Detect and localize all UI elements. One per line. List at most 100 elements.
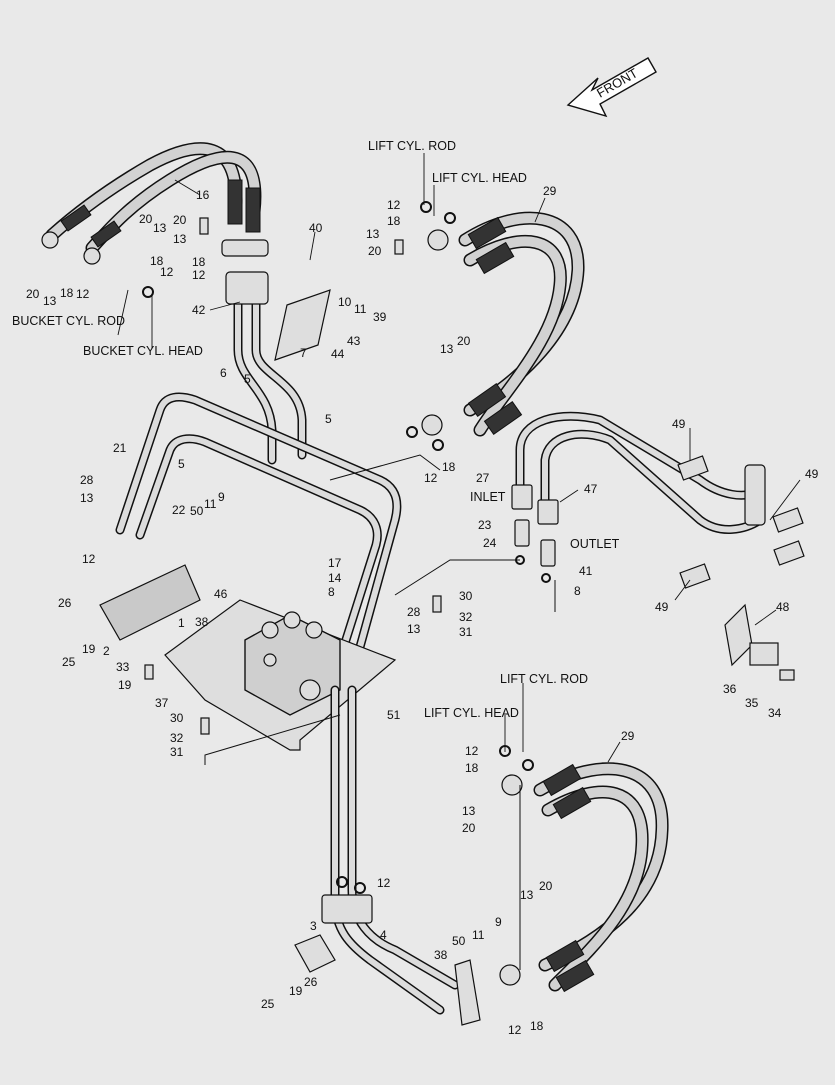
part-number-label: 13 bbox=[173, 232, 187, 246]
caption-lift-cyl-rod-bottom: LIFT CYL. ROD bbox=[500, 672, 588, 686]
part-number-label: 13 bbox=[80, 491, 94, 505]
part-number-label: 50 bbox=[452, 934, 466, 948]
lift-hoses-lower bbox=[499, 762, 669, 993]
part-number-label: 13 bbox=[366, 227, 380, 241]
part-number-label: 21 bbox=[113, 441, 127, 455]
part-number-label: 41 bbox=[579, 564, 593, 578]
part-number-label: 42 bbox=[192, 303, 206, 317]
part-number-label: 8 bbox=[328, 585, 335, 599]
lower-pipes bbox=[294, 685, 481, 1026]
part-number-label: 30 bbox=[170, 711, 184, 725]
part-number-label: 12 bbox=[377, 876, 391, 890]
part-number-label: 20 bbox=[457, 334, 471, 348]
part-number-label: 17 bbox=[328, 556, 342, 570]
part-number-label: 12 bbox=[424, 471, 438, 485]
part-number-label: 40 bbox=[309, 221, 323, 235]
part-number-label: 20 bbox=[539, 879, 553, 893]
part-number-label: 18 bbox=[465, 761, 479, 775]
part-number-label: 13 bbox=[520, 888, 534, 902]
part-number-label: 38 bbox=[434, 948, 448, 962]
inlet-outlet-pipes bbox=[511, 411, 766, 567]
part-number-label: 4 bbox=[380, 928, 387, 942]
part-number-label: 32 bbox=[459, 610, 473, 624]
part-number-label: 32 bbox=[170, 731, 184, 745]
part-number-label: 20 bbox=[462, 821, 476, 835]
bucket-hoses bbox=[41, 142, 262, 265]
part-number-labels: 16 20 13 18 12 20 13 18 12 20 13 18 12 4… bbox=[26, 184, 819, 1037]
part-number-label: 19 bbox=[118, 678, 132, 692]
part-number-label: 29 bbox=[621, 729, 635, 743]
part-number-label: 27 bbox=[476, 471, 490, 485]
part-number-label: 18 bbox=[530, 1019, 544, 1033]
part-number-label: 36 bbox=[723, 682, 737, 696]
part-number-label: 34 bbox=[768, 706, 782, 720]
part-number-label: 13 bbox=[153, 221, 167, 235]
caption-lift-cyl-rod-top: LIFT CYL. ROD bbox=[368, 139, 456, 153]
front-arrow: FRONT bbox=[566, 57, 657, 118]
part-number-label: 39 bbox=[373, 310, 387, 324]
part-number-label: 5 bbox=[325, 412, 332, 426]
clamps bbox=[677, 455, 805, 667]
part-number-label: 26 bbox=[58, 596, 72, 610]
part-number-label: 49 bbox=[655, 600, 669, 614]
part-number-label: 48 bbox=[776, 600, 790, 614]
part-number-label: 31 bbox=[459, 625, 473, 639]
part-number-label: 18 bbox=[192, 255, 206, 269]
part-number-label: 22 bbox=[172, 503, 186, 517]
leader-lines bbox=[117, 153, 801, 970]
control-valve bbox=[244, 611, 341, 716]
part-number-label: 50 bbox=[190, 504, 204, 518]
part-number-label: 28 bbox=[80, 473, 94, 487]
part-number-label: 23 bbox=[478, 518, 492, 532]
part-number-label: 20 bbox=[368, 244, 382, 258]
part-number-label: 18 bbox=[442, 460, 456, 474]
caption-lift-cyl-head-bottom: LIFT CYL. HEAD bbox=[424, 706, 519, 720]
part-number-label: 8 bbox=[574, 584, 581, 598]
part-number-label: 11 bbox=[354, 302, 367, 316]
part-number-label: 18 bbox=[150, 254, 164, 268]
part-number-label: 13 bbox=[440, 342, 454, 356]
part-number-label: 12 bbox=[76, 287, 90, 301]
part-number-label: 44 bbox=[331, 347, 345, 361]
part-number-label: 16 bbox=[196, 188, 210, 202]
part-number-label: 19 bbox=[82, 642, 96, 656]
part-number-label: 11 bbox=[204, 497, 217, 511]
loop-pipes bbox=[115, 392, 402, 670]
part-number-label: 25 bbox=[62, 655, 76, 669]
valve-pipes-upper bbox=[221, 239, 307, 465]
part-number-label: 12 bbox=[82, 552, 96, 566]
caption-bucket-cyl-head: BUCKET CYL. HEAD bbox=[83, 344, 203, 358]
part-number-label: 1 bbox=[178, 616, 185, 630]
part-number-label: 9 bbox=[218, 490, 225, 504]
part-number-label: 3 bbox=[310, 919, 317, 933]
part-number-label: 26 bbox=[304, 975, 318, 989]
part-number-label: 19 bbox=[289, 984, 303, 998]
part-number-label: 37 bbox=[155, 696, 169, 710]
part-number-label: 30 bbox=[459, 589, 473, 603]
part-number-label: 5 bbox=[244, 372, 251, 386]
part-number-label: 24 bbox=[483, 536, 497, 550]
caption-inlet: INLET bbox=[470, 490, 506, 504]
part-number-label: 6 bbox=[220, 366, 227, 380]
part-number-label: 35 bbox=[745, 696, 759, 710]
part-number-label: 31 bbox=[170, 745, 184, 759]
part-number-label: 49 bbox=[805, 467, 819, 481]
part-number-label: 12 bbox=[192, 268, 206, 282]
part-number-label: 29 bbox=[543, 184, 557, 198]
part-number-label: 14 bbox=[328, 571, 342, 585]
captions: LIFT CYL. ROD LIFT CYL. HEAD BUCKET CYL.… bbox=[12, 139, 620, 720]
lift-hoses-upper bbox=[421, 211, 585, 437]
part-number-label: 7 bbox=[300, 346, 307, 360]
part-number-label: 12 bbox=[387, 198, 401, 212]
part-number-label: 51 bbox=[387, 708, 401, 722]
part-number-label: 18 bbox=[60, 286, 74, 300]
part-number-label: 12 bbox=[465, 744, 479, 758]
caption-bucket-cyl-rod: BUCKET CYL. ROD bbox=[12, 314, 125, 328]
hardware bbox=[142, 201, 795, 894]
part-number-label: 49 bbox=[672, 417, 686, 431]
part-number-label: 2 bbox=[103, 644, 110, 658]
part-number-label: 9 bbox=[495, 915, 502, 929]
part-number-label: 20 bbox=[139, 212, 153, 226]
